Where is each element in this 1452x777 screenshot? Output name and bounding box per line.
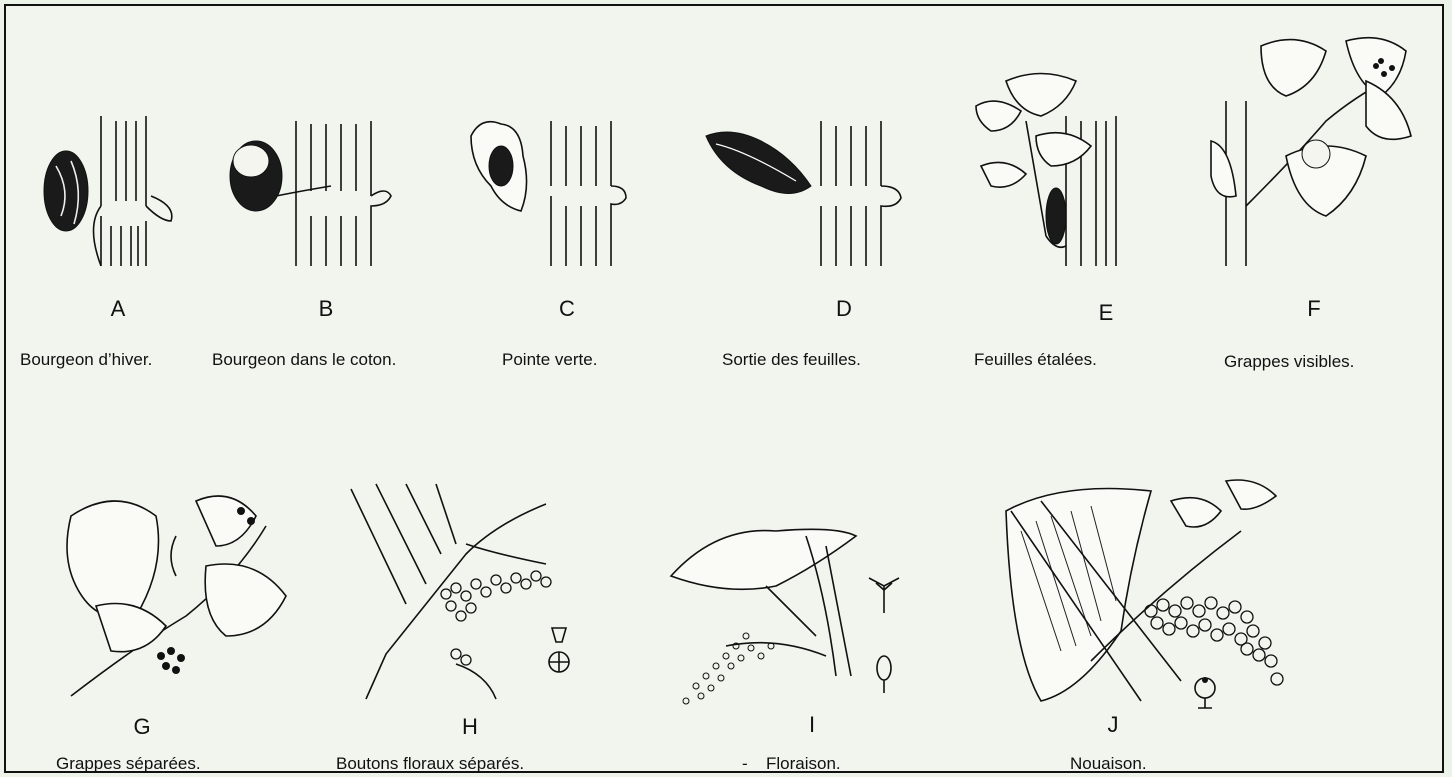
green-tip-drawing (461, 106, 631, 276)
winter-bud-drawing (26, 106, 196, 276)
stage-caption: Floraison. (766, 754, 841, 774)
stage-caption: Bourgeon d’hiver. (20, 350, 152, 370)
leaves-emerging-drawing (701, 106, 921, 276)
stage-caption: Boutons floraux séparés. (336, 754, 524, 774)
stage-caption: Bourgeon dans le coton. (212, 350, 396, 370)
leaves-spread-drawing (966, 66, 1136, 276)
stage-caption: Sortie des feuilles. (722, 350, 861, 370)
stage-letter: F (1294, 296, 1334, 322)
berry-detail-icon (1190, 674, 1220, 714)
clusters-visible-drawing (1206, 26, 1426, 276)
stage-letter: G (122, 714, 162, 740)
flower-bud-detail-icon (544, 622, 574, 682)
stage-letter: B (306, 296, 346, 322)
stage-caption: Feuilles étalées. (974, 350, 1097, 370)
stage-letter: A (98, 296, 138, 322)
flowering-drawing (666, 516, 866, 716)
stage-letter: C (547, 296, 587, 322)
fruit-set-drawing (1001, 471, 1301, 721)
stage-caption: Pointe verte. (502, 350, 597, 370)
flower-detail-icon (864, 568, 904, 698)
stage-letter: I (792, 712, 832, 738)
stage-letter: J (1093, 712, 1133, 738)
stage-mark: - (742, 754, 748, 774)
stage-letter: E (1086, 300, 1126, 326)
stage-letter: H (450, 714, 490, 740)
stage-caption: Nouaison. (1070, 754, 1147, 774)
woolly-bud-drawing (221, 106, 391, 276)
stage-letter: D (824, 296, 864, 322)
clusters-separated-drawing (56, 486, 296, 706)
stage-caption: Grappes séparées. (56, 754, 201, 774)
figure-frame: A Bourgeon d’hiver. B Bourgeon dans le c… (4, 4, 1444, 773)
stage-caption: Grappes visibles. (1224, 352, 1354, 372)
